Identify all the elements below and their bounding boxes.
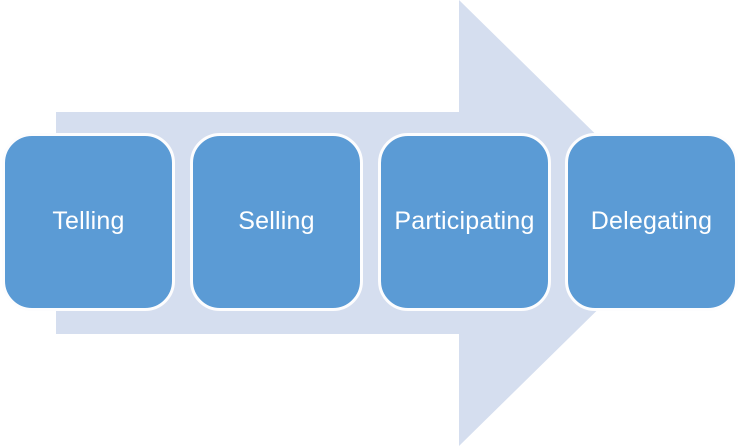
step-box-telling: Telling — [2, 133, 175, 311]
step-box-selling: Selling — [190, 133, 363, 311]
step-box-delegating: Delegating — [565, 133, 738, 311]
step-label-selling: Selling — [238, 207, 315, 236]
right-arrow-polygon — [56, 0, 686, 446]
step-label-delegating: Delegating — [590, 207, 713, 236]
step-box-participating: Participating — [378, 133, 551, 311]
step-label-participating: Participating — [394, 207, 535, 236]
step-label-telling: Telling — [52, 207, 125, 236]
